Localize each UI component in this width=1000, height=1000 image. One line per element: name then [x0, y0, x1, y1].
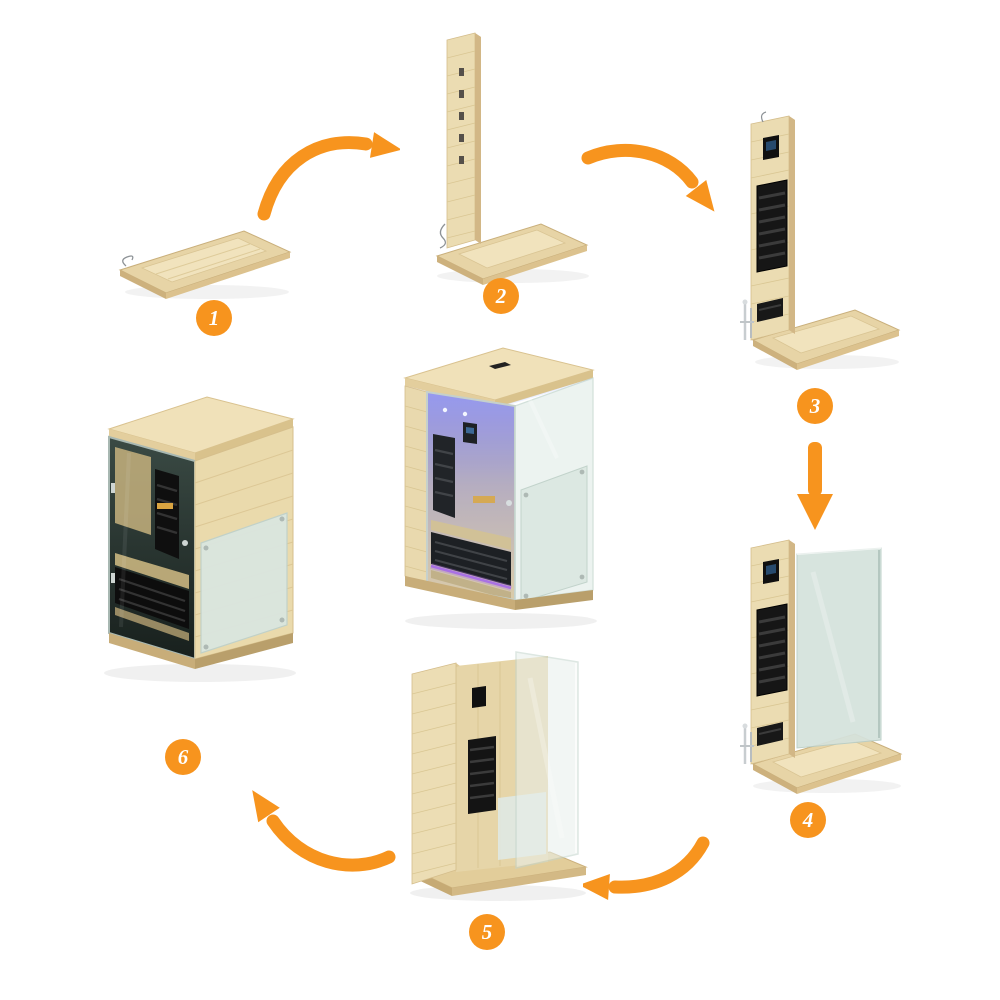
step-4-figure: [733, 532, 908, 800]
control-panel: [472, 686, 486, 708]
arrow-step1-to-step2-icon: [257, 132, 400, 221]
bench-front-heater: [115, 567, 189, 629]
arrow-step4-to-step5-icon: [583, 836, 710, 900]
heater-panel: [756, 179, 788, 273]
power-cord: [122, 255, 134, 267]
assembled-sauna-led-illustration: [403, 347, 597, 629]
control-panel: [763, 559, 779, 584]
arrow-step3-to-step4-icon: [797, 442, 833, 530]
plank-lines: [404, 405, 428, 573]
plank-lines: [411, 682, 457, 875]
interior-heater: [155, 469, 179, 559]
vent-panel: [757, 298, 783, 322]
step-1-figure: [112, 220, 297, 305]
left-wood-wall: [411, 662, 460, 885]
door-hinge: [111, 483, 115, 493]
step-3-badge: 3: [797, 388, 833, 424]
ceiling-light: [462, 411, 468, 417]
glass-door: [108, 435, 196, 661]
vent-panel: [757, 722, 783, 746]
center-figure: [393, 338, 611, 638]
step-6-badge: 6: [165, 739, 201, 775]
wall-heaters-illustration: [740, 111, 901, 370]
bench-front-heater: [431, 532, 511, 586]
plumbing-pipes: [740, 723, 754, 764]
wall-on-floor-illustration: [435, 32, 589, 285]
heater-panel: [468, 736, 496, 814]
heater-panel: [756, 603, 788, 697]
floor-slats: [431, 570, 511, 600]
mounting-hardware: [459, 68, 464, 164]
bench-top: [431, 520, 511, 550]
left-wood-wall: [404, 385, 428, 585]
floor-panel: [751, 733, 903, 794]
brand-label: [473, 496, 495, 503]
front-glass-panel: [515, 651, 579, 869]
roof-vent: [489, 362, 511, 369]
step-2-badge: 2: [483, 278, 519, 314]
floor-slats: [115, 607, 189, 641]
step-3-figure: [733, 108, 903, 376]
step-2-figure: [425, 28, 595, 290]
frosted-side-panel: [200, 512, 288, 654]
side-glass-panel: [796, 547, 882, 749]
floor-panel: [435, 223, 589, 285]
wall-with-glass-illustration: [740, 539, 903, 794]
interior-wall: [115, 447, 151, 535]
step-6-figure: [95, 383, 307, 691]
wiring: [439, 223, 447, 249]
door-handle: [506, 500, 512, 506]
finished-sauna-illustration: [104, 396, 296, 682]
lit-interior: [426, 390, 516, 602]
step-5-figure: [398, 648, 603, 910]
step-1-badge: 1: [196, 300, 232, 336]
control-panel: [463, 422, 477, 444]
door-hinge: [111, 573, 115, 583]
floor-panel: [751, 309, 901, 370]
control-panel: [763, 135, 779, 160]
door-handle: [182, 540, 188, 546]
plumbing-pipes: [740, 299, 754, 340]
interior-heater: [433, 434, 455, 518]
back-wall-panel: [439, 32, 481, 249]
plank-lines: [446, 50, 476, 239]
floor-panel-illustration: [118, 230, 292, 299]
arrow-step2-to-step3-icon: [581, 143, 715, 212]
wiring: [760, 111, 767, 123]
roof-panel: [107, 396, 295, 461]
floor-panel: [118, 230, 292, 299]
bench-top: [115, 553, 189, 589]
right-glass-wall: [514, 377, 594, 603]
base-plinth: [109, 633, 293, 669]
brand-label: [157, 503, 173, 509]
base-plinth: [405, 576, 593, 610]
cabin-front-glass-illustration: [410, 651, 588, 901]
step-5-badge: 5: [469, 914, 505, 950]
door-glass-sheen: [427, 392, 515, 600]
step-4-badge: 4: [790, 802, 826, 838]
right-wood-wall: [194, 426, 294, 660]
purple-led: [430, 564, 512, 590]
arrow-step5-to-step6-icon: [252, 790, 396, 872]
frosted-side-panel: [520, 465, 588, 603]
ceiling-light: [442, 407, 448, 413]
